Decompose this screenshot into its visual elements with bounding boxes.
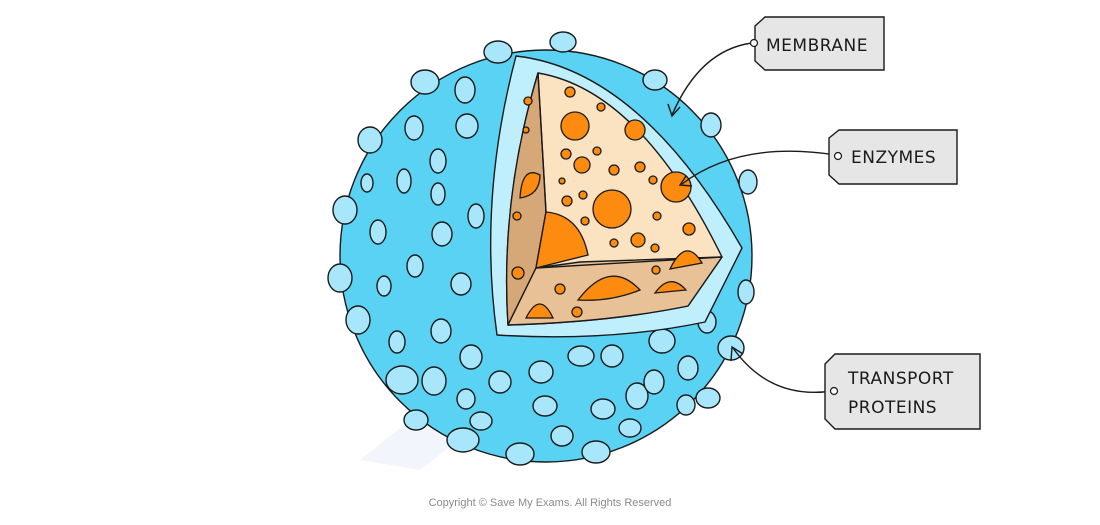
transport-arrow: [732, 347, 833, 393]
copyright-notice: Copyright © Save My Exams. All Rights Re…: [428, 497, 672, 509]
enzymes-arrow: [681, 150, 837, 185]
enzymes-tag: ENZYMES: [828, 129, 958, 185]
enzymes: [511, 86, 704, 319]
membrane-arrow: [671, 42, 753, 116]
membrane-label: MEMBRANE: [766, 36, 868, 56]
enzyme-corner: [535, 211, 589, 269]
transport-label-line1: TRANSPORT: [847, 369, 954, 389]
transport-label-line2: PROTEINS: [848, 398, 937, 418]
surface-bumps: [360, 76, 717, 447]
label-arrows: [667, 42, 837, 393]
membrane-tag: MEMBRANE: [749, 16, 885, 71]
enzymes-label: ENZYMES: [851, 148, 936, 168]
transport-proteins-tag: TRANSPORT PROTEINS: [824, 353, 981, 430]
